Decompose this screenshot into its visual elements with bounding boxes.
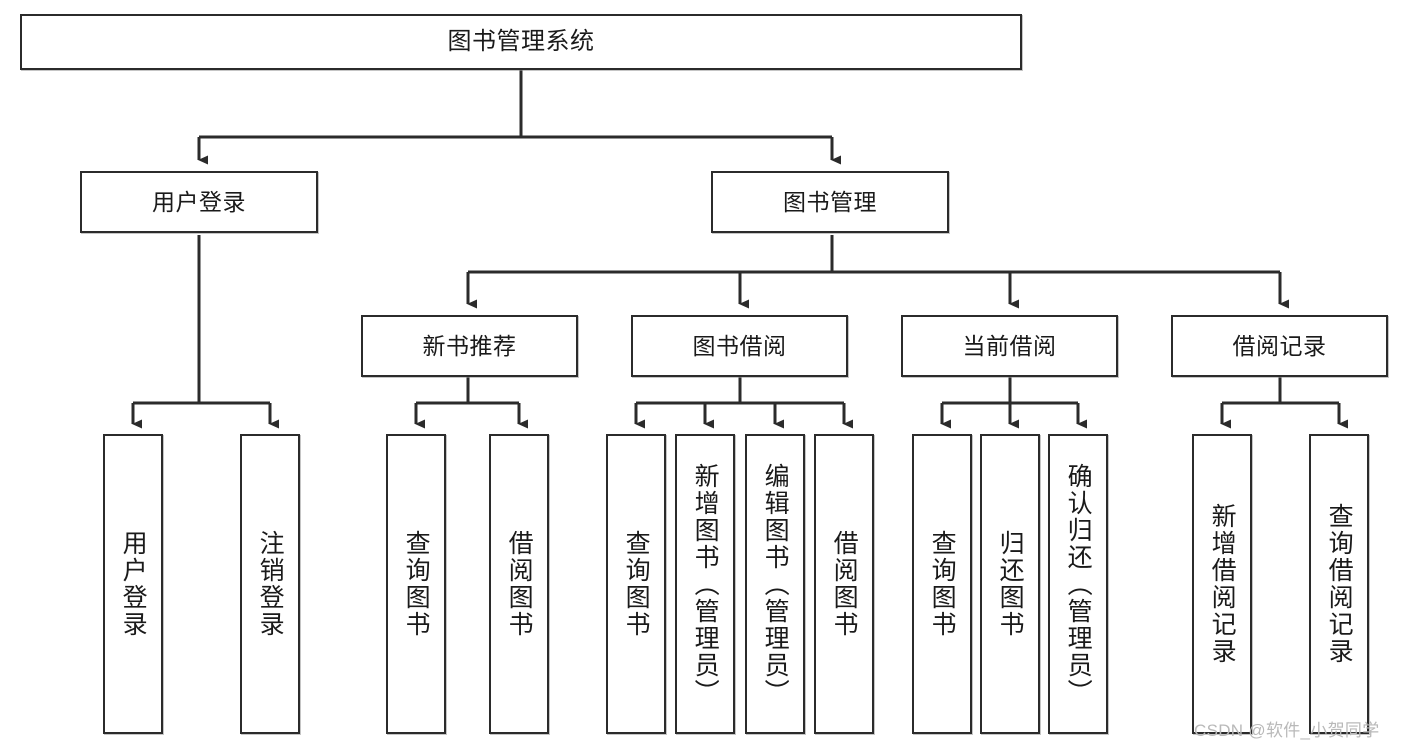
node-book-borrow-label: 图书借阅 — [692, 332, 787, 359]
leaf-user-login[interactable]: 用户登录 — [103, 434, 163, 734]
leaf-query-book-1[interactable]: 查询图书 — [386, 434, 446, 734]
leaf-query-record-label: 查询借阅记录 — [1325, 503, 1354, 665]
node-new-book-recommend[interactable]: 新书推荐 — [361, 315, 578, 377]
leaf-query-book-2[interactable]: 查询图书 — [606, 434, 666, 734]
node-root-system[interactable]: 图书管理系统 — [20, 14, 1022, 70]
node-book-management-label: 图书管理 — [783, 188, 877, 215]
leaf-borrow-book-1-label: 借阅图书 — [505, 530, 534, 638]
leaf-user-login-label: 用户登录 — [119, 530, 148, 638]
leaf-logout-login[interactable]: 注销登录 — [240, 434, 300, 734]
leaf-borrow-book-1[interactable]: 借阅图书 — [489, 434, 549, 734]
leaf-confirm-return[interactable]: 确认归还（管理员） — [1048, 434, 1108, 734]
leaf-add-book[interactable]: 新增图书（管理员） — [675, 434, 735, 734]
leaf-return-book-label: 归还图书 — [996, 530, 1025, 638]
leaf-borrow-book-2[interactable]: 借阅图书 — [814, 434, 874, 734]
leaf-borrow-book-2-label: 借阅图书 — [830, 530, 859, 638]
node-current-borrow[interactable]: 当前借阅 — [901, 315, 1118, 377]
leaf-query-book-3[interactable]: 查询图书 — [912, 434, 972, 734]
leaf-add-record-label: 新增借阅记录 — [1208, 503, 1237, 665]
node-book-borrow[interactable]: 图书借阅 — [631, 315, 848, 377]
leaf-query-book-1-label: 查询图书 — [402, 530, 431, 638]
node-current-borrow-label: 当前借阅 — [962, 332, 1057, 359]
leaf-query-book-2-label: 查询图书 — [622, 530, 651, 638]
node-borrow-record-label: 借阅记录 — [1232, 332, 1327, 359]
node-root-system-label: 图书管理系统 — [447, 28, 595, 56]
leaf-edit-book-label: 编辑图书（管理员） — [761, 462, 790, 706]
leaf-confirm-return-label: 确认归还（管理员） — [1064, 462, 1093, 706]
csdn-watermark: CSDN @软件_小贺同学 — [1194, 721, 1380, 740]
node-new-book-recommend-label: 新书推荐 — [422, 332, 517, 359]
leaf-logout-login-label: 注销登录 — [256, 530, 285, 638]
node-user-login[interactable]: 用户登录 — [80, 171, 318, 233]
node-borrow-record[interactable]: 借阅记录 — [1171, 315, 1388, 377]
node-user-login-label: 用户登录 — [152, 188, 246, 215]
leaf-return-book[interactable]: 归还图书 — [980, 434, 1040, 734]
leaf-add-record[interactable]: 新增借阅记录 — [1192, 434, 1252, 734]
leaf-add-book-label: 新增图书（管理员） — [691, 462, 720, 706]
leaf-query-record[interactable]: 查询借阅记录 — [1309, 434, 1369, 734]
node-book-management[interactable]: 图书管理 — [711, 171, 949, 233]
leaf-edit-book[interactable]: 编辑图书（管理员） — [745, 434, 805, 734]
leaf-query-book-3-label: 查询图书 — [928, 530, 957, 638]
